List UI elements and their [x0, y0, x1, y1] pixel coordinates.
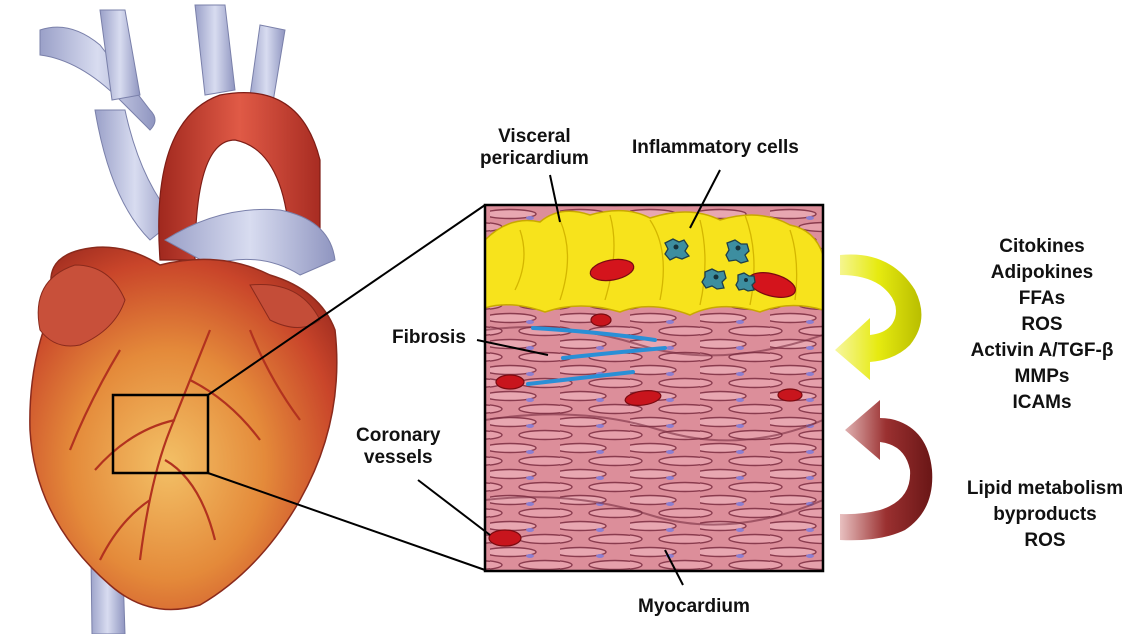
visceral-pericardium-label: Visceral pericardium [480, 126, 589, 170]
secreted-factor-item: Activin A/TGF-β [962, 338, 1122, 364]
secreted-factors-list: Citokines Adipokines FFAs ROS Activin A/… [962, 234, 1122, 416]
secreted-factor-item: ICAMs [962, 390, 1122, 416]
visceral-pericardium-line2: pericardium [480, 148, 589, 170]
secreted-factor-item: Adipokines [962, 260, 1122, 286]
coronary-vessels-line1: Coronary [356, 425, 440, 447]
uptake-factor-item: ROS [955, 528, 1135, 554]
uptake-arrow [840, 400, 932, 540]
uptake-factors-list: Lipid metabolism byproducts ROS [955, 476, 1135, 554]
secretion-arrow [835, 254, 921, 380]
coronary-vessels-line2: vessels [356, 447, 440, 469]
secreted-factor-item: ROS [962, 312, 1122, 338]
uptake-factor-item: Lipid metabolism [955, 476, 1135, 502]
fibrosis-label: Fibrosis [392, 327, 466, 349]
tissue-panel [485, 205, 823, 571]
coronary-vessels-label: Coronary vessels [356, 425, 440, 469]
inflammatory-cells-label: Inflammatory cells [632, 137, 799, 159]
myocardium-label: Myocardium [638, 596, 750, 618]
secreted-factor-item: FFAs [962, 286, 1122, 312]
secreted-factor-item: MMPs [962, 364, 1122, 390]
uptake-factor-item: byproducts [955, 502, 1135, 528]
visceral-pericardium-line1: Visceral [480, 126, 589, 148]
secreted-factor-item: Citokines [962, 234, 1122, 260]
